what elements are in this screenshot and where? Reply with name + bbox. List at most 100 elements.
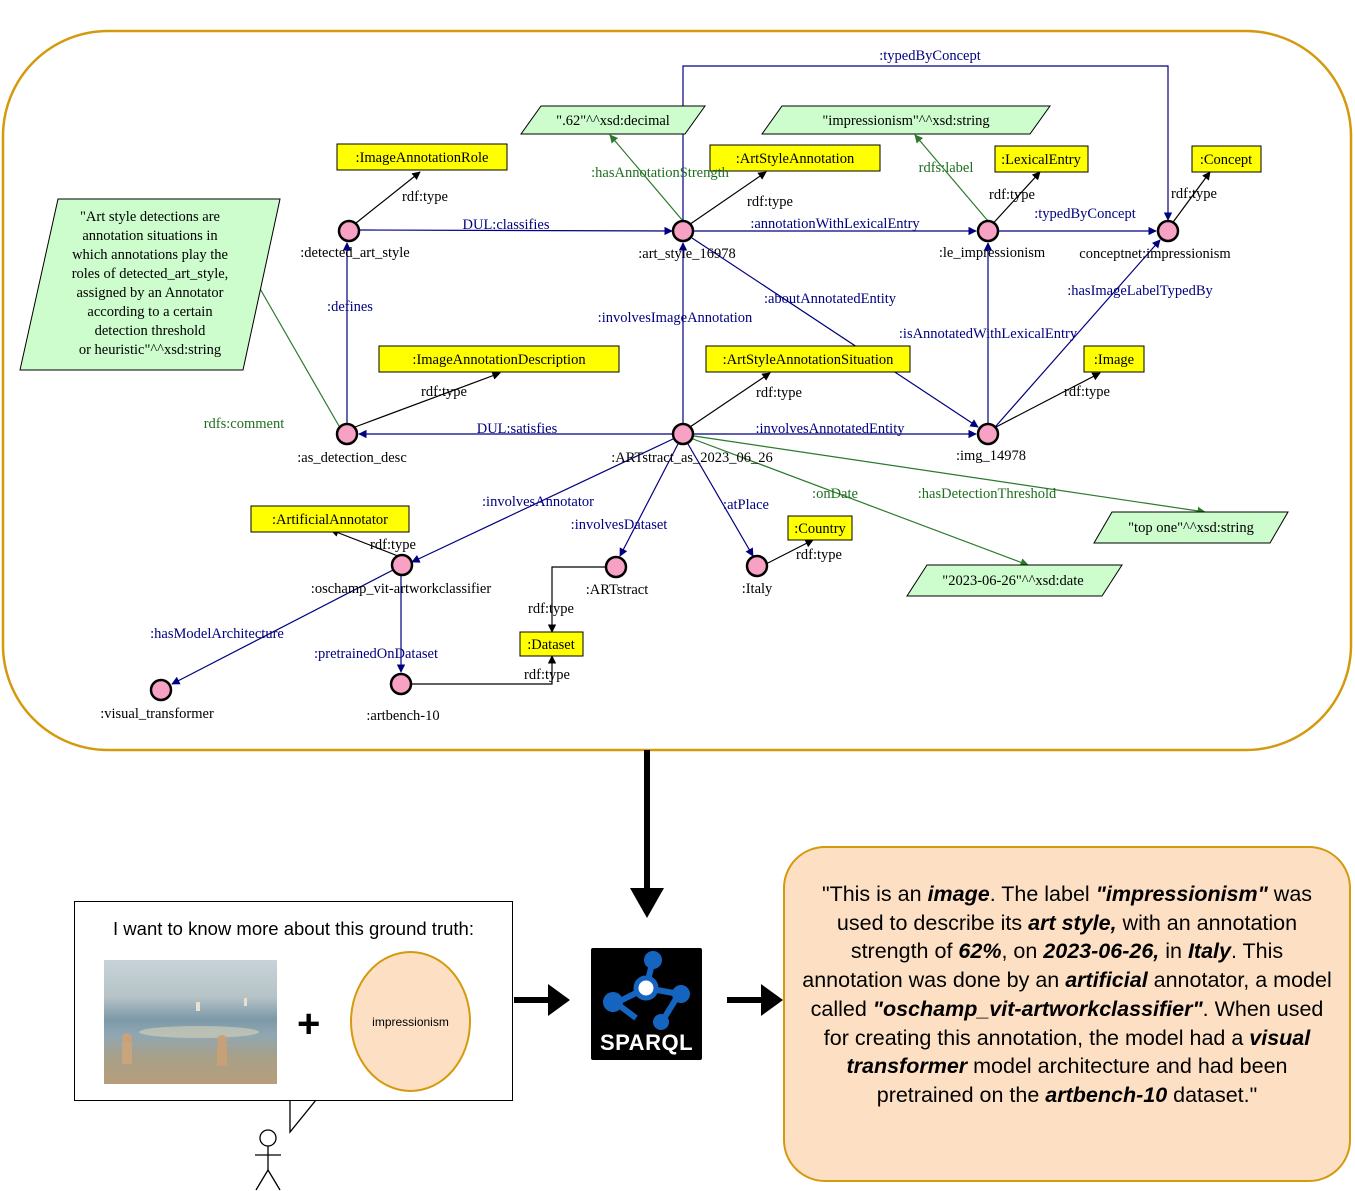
class-art-style-annotation-situation: :ArtStyleAnnotationSituation: [705, 345, 911, 373]
answer-emphasis: artificial: [1065, 968, 1148, 993]
label-type-situation: rdf:type: [756, 385, 802, 401]
svg-text::Dataset: :Dataset: [527, 637, 575, 653]
label-involves-image-annotation: :involvesImageAnnotation: [598, 310, 753, 326]
graph-nodes: [149, 219, 1180, 702]
class-image-annotation-description: :ImageAnnotationDescription: [378, 345, 620, 373]
literal-boxes: ".62"^^xsd:decimal "impressionism"^^xsd:…: [19, 105, 1289, 597]
label-rdfs-comment: rdfs:comment: [204, 416, 285, 432]
class-dataset: :Dataset: [519, 631, 584, 657]
edge-italy-type: [761, 539, 814, 567]
edge-on-date: [692, 438, 1029, 567]
class-art-style-annotation: :ArtStyleAnnotation: [709, 144, 881, 172]
answer-emphasis: artbench-10: [1045, 1082, 1168, 1107]
answer-text: dataset.": [1167, 1082, 1258, 1107]
literal-threshold: "top one"^^xsd:string: [1093, 511, 1289, 544]
answer-text: . When used for creating this annotation…: [823, 996, 1324, 1050]
edge-at-place: [687, 443, 754, 557]
label-type-italy: rdf:type: [796, 547, 842, 563]
svg-text:or heuristic"^^xsd:string: or heuristic"^^xsd:string: [79, 342, 221, 358]
answer-emphasis: Italy: [1187, 939, 1231, 964]
label-img-14978: :img_14978: [956, 448, 1026, 464]
edge-rdfs-label: [914, 134, 989, 222]
query-arrow-head: [548, 984, 570, 1016]
class-country: :Country: [787, 515, 853, 541]
svg-text::LexicalEntry: :LexicalEntry: [1001, 152, 1081, 168]
node-as-detection-desc: [335, 422, 359, 446]
plus-sign: +: [297, 1002, 321, 1046]
sparql-molecule-icon: [603, 951, 690, 1030]
answer-text: . This annotation was done by an: [802, 939, 1284, 993]
answer-emphasis: "oschamp_vit-artworkclassifier": [872, 996, 1203, 1021]
label-artbench: :artbench-10: [366, 708, 439, 724]
label-art-style-16978: :art_style_16978: [638, 246, 735, 262]
svg-text::ArtStyleAnnotation: :ArtStyleAnnotation: [736, 151, 855, 167]
node-art-style-16978: [671, 219, 695, 243]
label-oschamp: :oschamp_vit-artworkclassifier: [311, 581, 492, 597]
edge-situation-type: [689, 372, 771, 428]
flow-arrows: [514, 750, 783, 1016]
svg-text:".62"^^xsd:decimal: ".62"^^xsd:decimal: [556, 113, 670, 129]
label-type-detected: rdf:type: [402, 189, 448, 205]
answer-text: in: [1159, 939, 1188, 964]
edge-artbench-type: [412, 655, 557, 685]
node-detected-art-style: [337, 219, 361, 243]
label-involves-annotator: :involvesAnnotator: [482, 494, 594, 510]
label-has-annotation-strength: :hasAnnotationStrength: [591, 165, 729, 181]
svg-text:"2023-06-26"^^xsd:date: "2023-06-26"^^xsd:date: [942, 573, 1083, 589]
user-head: [259, 1129, 277, 1147]
class-lexical-entry: :LexicalEntry: [994, 145, 1089, 173]
label-involves-dataset: :involvesDataset: [571, 517, 668, 533]
label-has-image-label-typed-by: :hasImageLabelTypedBy: [1067, 283, 1213, 299]
answer-emphasis: "impressionism": [1095, 882, 1268, 906]
answer-text: . The label: [989, 882, 1096, 906]
edge-annotator-type: [330, 528, 399, 557]
literal-label: "impressionism"^^xsd:string: [761, 105, 1051, 135]
label-has-detection-threshold: :hasDetectionThreshold: [918, 486, 1057, 502]
edge-le-type: [987, 171, 1041, 230]
label-annotation-with-lexical-entry: :annotationWithLexicalEntry: [750, 216, 920, 232]
label-about-annotated-entity: :aboutAnnotatedEntity: [764, 291, 897, 307]
answer-emphasis: art style,: [1028, 910, 1117, 935]
class-image-annotation-role: :ImageAnnotationRole: [336, 143, 508, 171]
label-rdfs-label: rdfs:label: [919, 160, 974, 176]
label-involves-annotated-entity: :involvesAnnotatedEntity: [755, 421, 905, 437]
answer-emphasis: 2023-06-26,: [1043, 939, 1160, 964]
node-conceptnet-impressionism: [1156, 219, 1180, 243]
node-artstract: [604, 555, 628, 579]
edge-labels: :typedByConcept :hasAnnotationStrength r…: [150, 48, 1217, 683]
svg-text::Country: :Country: [794, 521, 846, 537]
concept-circle-label: impressionism: [372, 1014, 449, 1029]
class-concept: :Concept: [1191, 145, 1262, 173]
node-img-14978: [976, 422, 1000, 446]
label-conceptnet-impressionism: conceptnet:impressionism: [1079, 246, 1231, 262]
answer-text: model architecture and had been pretrain…: [876, 1054, 1288, 1107]
literal-strength: ".62"^^xsd:decimal: [520, 105, 706, 135]
answer-arrow-head: [761, 984, 783, 1016]
node-artstract-as: [671, 422, 695, 446]
speech-bubble-tail: [289, 1099, 318, 1134]
label-type-desc: rdf:type: [421, 384, 467, 400]
edge-has-image-label-typed-by: [995, 239, 1161, 427]
label-dul-classifies: DUL:classifies: [463, 217, 550, 233]
node-labels: :detected_art_style :art_style_16978 :le…: [100, 245, 1231, 724]
label-is-annotated-with-lexical-entry: :isAnnotatedWithLexicalEntry: [899, 326, 1078, 342]
node-artbench: [389, 672, 413, 696]
literal-date: "2023-06-26"^^xsd:date: [906, 564, 1123, 597]
edge-desc-type: [354, 371, 501, 428]
impressionist-painting-image: [104, 960, 277, 1084]
svg-text:detection threshold: detection threshold: [95, 323, 206, 339]
edge-about-annotated-entity: [691, 237, 979, 428]
edge-typed-by-concept-top: [682, 65, 1173, 221]
label-artstract-as: :ARTstract_as_2023_06_26: [611, 450, 773, 466]
edge-has-model-architecture: [171, 569, 394, 685]
node-italy: [745, 554, 769, 578]
knowledge-graph-panel: [1, 29, 1353, 752]
class-boxes: :ImageAnnotationRole :ArtStyleAnnotation…: [250, 143, 1262, 657]
label-type-annotator: rdf:type: [370, 537, 416, 553]
label-type-le: rdf:type: [989, 187, 1035, 203]
edge-detected-type: [350, 171, 421, 228]
answer-text: "This is an: [821, 882, 928, 906]
svg-text:"top one"^^xsd:string: "top one"^^xsd:string: [1128, 520, 1254, 536]
svg-text:annotation situations in: annotation situations in: [82, 228, 218, 244]
